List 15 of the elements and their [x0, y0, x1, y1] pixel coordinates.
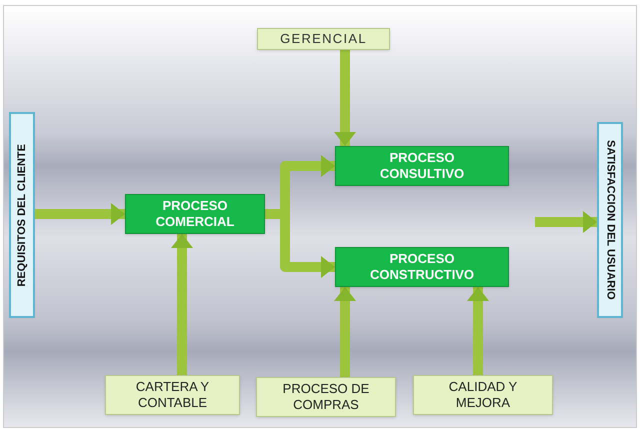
process-box: CARTERA Y CONTABLE — [105, 375, 240, 415]
block-arrow — [35, 203, 125, 225]
block-arrow — [171, 234, 193, 375]
block-arrow — [334, 50, 356, 146]
block-arrow — [467, 287, 489, 375]
process-box: PROCESO CONSULTIVO — [335, 146, 509, 186]
process-box: GERENCIAL — [257, 28, 390, 50]
process-box: PROCESO DE COMPRAS — [256, 377, 396, 417]
process-box: PROCESO COMERCIAL — [125, 194, 265, 234]
block-arrow — [535, 211, 597, 233]
vertical-label-box: SATISFACCION DEL USUARIO — [597, 122, 623, 318]
process-box: CALIDAD Y MEJORA — [413, 375, 553, 415]
vertical-label-box: REQUISITOS DEL CLIENTE — [9, 112, 35, 318]
block-arrow — [334, 287, 356, 377]
process-box: PROCESO CONSTRUCTIVO — [335, 247, 509, 287]
